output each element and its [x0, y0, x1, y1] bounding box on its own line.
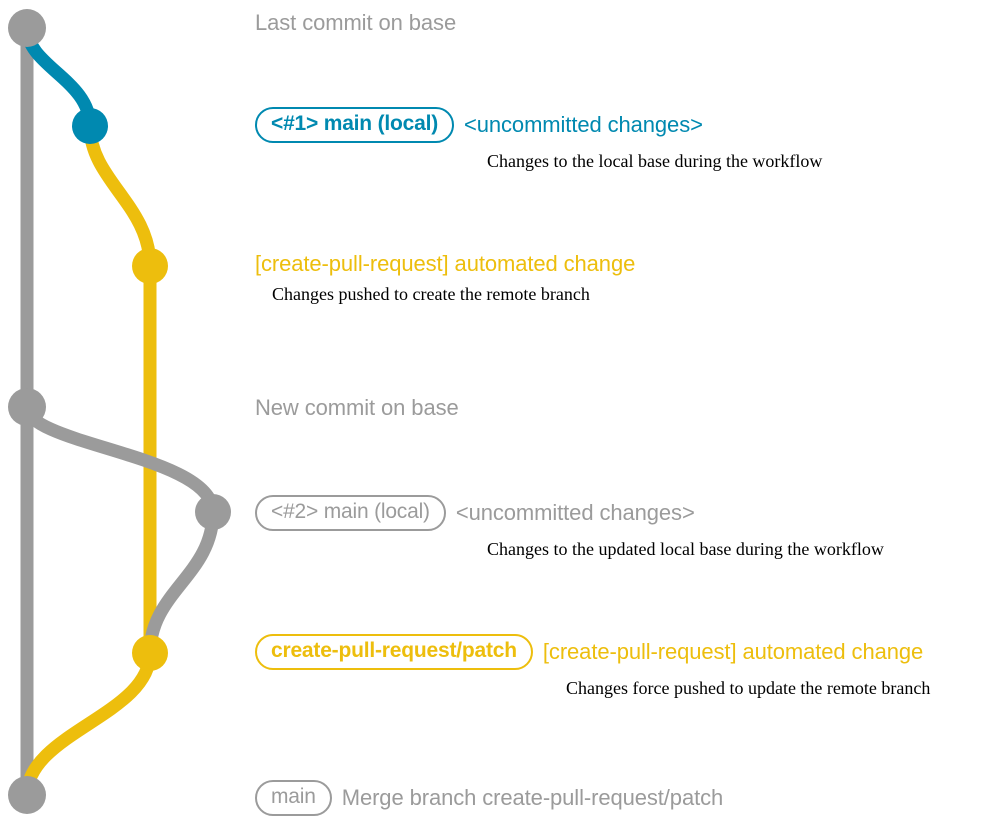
edge-remote2-to-merge	[20, 646, 157, 802]
row-automated-change-1: [create-pull-request] automated change C…	[255, 251, 636, 305]
commit-message-uncommitted-changes-1: <uncommitted changes>	[464, 111, 703, 137]
commit-graph	[8, 9, 231, 814]
branch-badge-main-local-1[interactable]: <#1> main (local)	[255, 107, 455, 144]
edge-basenew-to-local2	[20, 400, 220, 519]
commit-node-base-new	[8, 388, 46, 426]
commit-description-1: Changes to the local base during the wor…	[487, 151, 823, 172]
commit-message-automated-change-1: [create-pull-request] automated change	[255, 251, 636, 276]
commit-node-local-1	[72, 108, 108, 144]
edge-local2-to-remote2	[143, 505, 220, 660]
commit-message-last-commit-on-base: Last commit on base	[255, 10, 457, 35]
row-automated-change-2: create-pull-request/patch [create-pull-r…	[255, 634, 930, 699]
edge-local1-to-remote1	[83, 119, 157, 273]
row-local-change-2: <#2> main (local) <uncommitted changes> …	[255, 495, 884, 560]
commit-node-local-2	[195, 494, 231, 530]
commit-message-automated-change-2: [create-pull-request] automated change	[542, 638, 924, 664]
row-merge-commit: main Merge branch create-pull-request/pa…	[255, 780, 724, 817]
commit-node-merge	[8, 776, 46, 814]
branch-badge-create-pull-request-patch[interactable]: create-pull-request/patch	[255, 634, 533, 671]
row-new-commit-on-base: New commit on base	[255, 395, 459, 420]
commit-message-uncommitted-changes-2: <uncommitted changes>	[455, 499, 695, 525]
row-last-commit-on-base: Last commit on base	[255, 10, 457, 35]
commit-description-4: Changes force pushed to update the remot…	[566, 678, 931, 699]
commit-message-new-commit-on-base: New commit on base	[255, 395, 459, 420]
commit-message-merge-branch: Merge branch create-pull-request/patch	[341, 784, 724, 810]
branch-badge-main-local-2[interactable]: <#2> main (local)	[255, 495, 446, 532]
commit-node-remote-2	[132, 635, 168, 671]
row-local-change-1: <#1> main (local) <uncommitted changes> …	[255, 107, 822, 172]
commit-node-remote-1	[132, 248, 168, 284]
commit-description-3: Changes to the updated local base during…	[487, 539, 884, 560]
commit-description-2: Changes pushed to create the remote bran…	[272, 284, 590, 305]
commit-node-base-head	[8, 9, 46, 47]
branch-badge-main[interactable]: main	[255, 780, 332, 817]
